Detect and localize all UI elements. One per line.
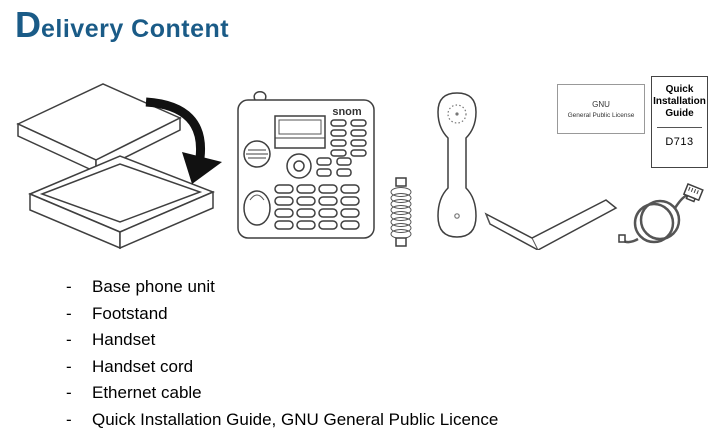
page-title-initial: D [15, 4, 41, 45]
cradle-hook [243, 190, 271, 226]
bullet-dash: - [66, 303, 72, 323]
ethernet-cable-icon [618, 183, 704, 244]
delivery-items-list: - Base phone unit - Footstand - Handset … [60, 274, 498, 430]
list-item-label: Base phone unit [92, 277, 215, 297]
list-item-label: Footstand [92, 303, 168, 323]
packaging-box-illustration [8, 62, 233, 252]
handset-illustration [428, 88, 486, 245]
list-item: - Footstand [60, 301, 498, 328]
navigation-keys [286, 153, 352, 179]
list-item-label: Handset cord [92, 356, 194, 376]
list-item: - Handset [60, 327, 498, 354]
guide-doc-word-2: Installation [653, 96, 706, 107]
base-phone-icon: snom [237, 91, 375, 239]
handset-cord-illustration [383, 176, 419, 248]
arrow-icon [145, 97, 206, 159]
gnu-license-document: GNU General Public License [557, 84, 645, 134]
bullet-dash: - [66, 383, 72, 403]
list-item-label: Quick Installation Guide, GNU General Pu… [92, 409, 499, 429]
guide-doc-divider [657, 127, 702, 128]
quick-installation-guide-document: Quick Installation Guide D713 [651, 76, 708, 168]
function-keys [330, 119, 367, 157]
ethernet-cable-illustration [618, 183, 712, 247]
handset-cord-icon [390, 177, 412, 247]
gnu-doc-subtitle: General Public License [567, 111, 635, 119]
list-item: - Quick Installation Guide, GNU General … [60, 407, 498, 430]
handset-icon [437, 92, 477, 238]
list-item-label: Handset [92, 330, 156, 350]
footstand-illustration [480, 188, 620, 250]
speaker-icon [243, 140, 271, 168]
list-item: - Base phone unit [60, 274, 498, 301]
mic-dot [454, 213, 460, 219]
bullet-dash: - [66, 330, 72, 350]
phone-brand-label: snom [332, 106, 362, 118]
gnu-doc-title: GNU [592, 99, 610, 109]
list-item: - Handset cord [60, 354, 498, 381]
bullet-dash: - [66, 277, 72, 297]
base-phone-illustration: snom [235, 90, 377, 242]
list-item: - Ethernet cable [60, 380, 498, 407]
page-title-rest: elivery Content [41, 15, 230, 43]
bullet-dash: - [66, 356, 72, 376]
guide-doc-word-1: Quick [665, 84, 694, 95]
footstand-icon [484, 199, 618, 250]
keypad [274, 184, 360, 230]
rj45-connector [682, 183, 704, 203]
guide-doc-word-3: Guide [665, 108, 694, 119]
list-item-label: Ethernet cable [92, 383, 202, 403]
bullet-dash: - [66, 409, 72, 429]
earpiece-holes [447, 104, 467, 124]
guide-doc-model: D713 [665, 136, 694, 148]
packaging-box-icon [16, 83, 222, 250]
